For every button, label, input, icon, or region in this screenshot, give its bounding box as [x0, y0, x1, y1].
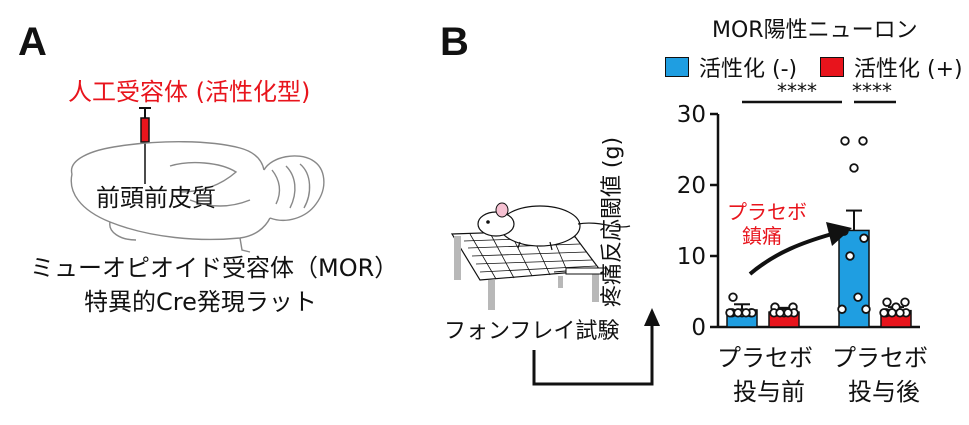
y-tick-label: 0 [691, 315, 706, 341]
significance-label: **** [777, 79, 817, 103]
category-1-line-1: プラセボ [832, 344, 928, 372]
rat-icon [477, 202, 631, 251]
legend-item-active: 活性化 (+) [820, 51, 963, 83]
data-point [900, 297, 910, 307]
data-point [895, 308, 905, 318]
category-0-line-2: 投与前 [733, 378, 805, 406]
legend-swatch-active [820, 57, 844, 77]
brain-outline [70, 141, 325, 253]
test-label: フォンフレイ試験 [444, 319, 620, 344]
y-tick-label: 20 [677, 173, 706, 199]
y-tick-label: 30 [677, 102, 706, 128]
rat-line-2: 特異的Cre発現ラット [84, 288, 317, 316]
syringe-icon [139, 107, 151, 184]
panel-a-letter: A [18, 20, 47, 64]
effect-label-line-2: 鎮痛 [742, 224, 782, 248]
data-point [853, 292, 863, 302]
data-point [725, 308, 735, 318]
data-point [882, 297, 892, 307]
data-point [728, 292, 738, 302]
data-point [837, 304, 847, 314]
effect-label-line-1: プラセボ [727, 200, 807, 224]
data-point [840, 136, 850, 146]
effect-arrow [748, 222, 852, 276]
injection-label: 人工受容体 (活性化型) [68, 78, 311, 106]
legend-swatch-inactive [665, 57, 689, 77]
data-point [861, 304, 871, 314]
data-point [849, 163, 859, 173]
legend-label-active: 活性化 (+) [854, 57, 963, 82]
legend-label-inactive: 活性化 (-) [699, 57, 798, 82]
brain-illustration [70, 107, 325, 253]
data-point [775, 308, 785, 318]
y-tick-label: 10 [677, 244, 706, 270]
legend-title: MOR陽性ニューロン [712, 18, 918, 43]
legend-item-inactive: 活性化 (-) [665, 51, 797, 83]
flow-arrow [532, 308, 660, 386]
data-point [858, 136, 868, 146]
category-0-line-1: プラセボ [717, 344, 813, 372]
category-1-line-2: 投与後 [848, 378, 920, 406]
filament-probe-icon [553, 267, 607, 275]
region-label: 前頭前皮質 [96, 184, 216, 212]
significance-label: **** [852, 79, 892, 103]
data-point [859, 233, 869, 243]
data-point [845, 251, 855, 261]
panel-b-letter: B [440, 20, 469, 64]
rat-on-grid-illustration [450, 202, 631, 310]
data-point [879, 308, 889, 318]
rat-line-1: ミューオピオイド受容体（MOR） [30, 254, 399, 282]
data-point [733, 308, 743, 318]
data-point [741, 308, 751, 318]
data-point [887, 308, 897, 318]
data-point [783, 308, 793, 318]
